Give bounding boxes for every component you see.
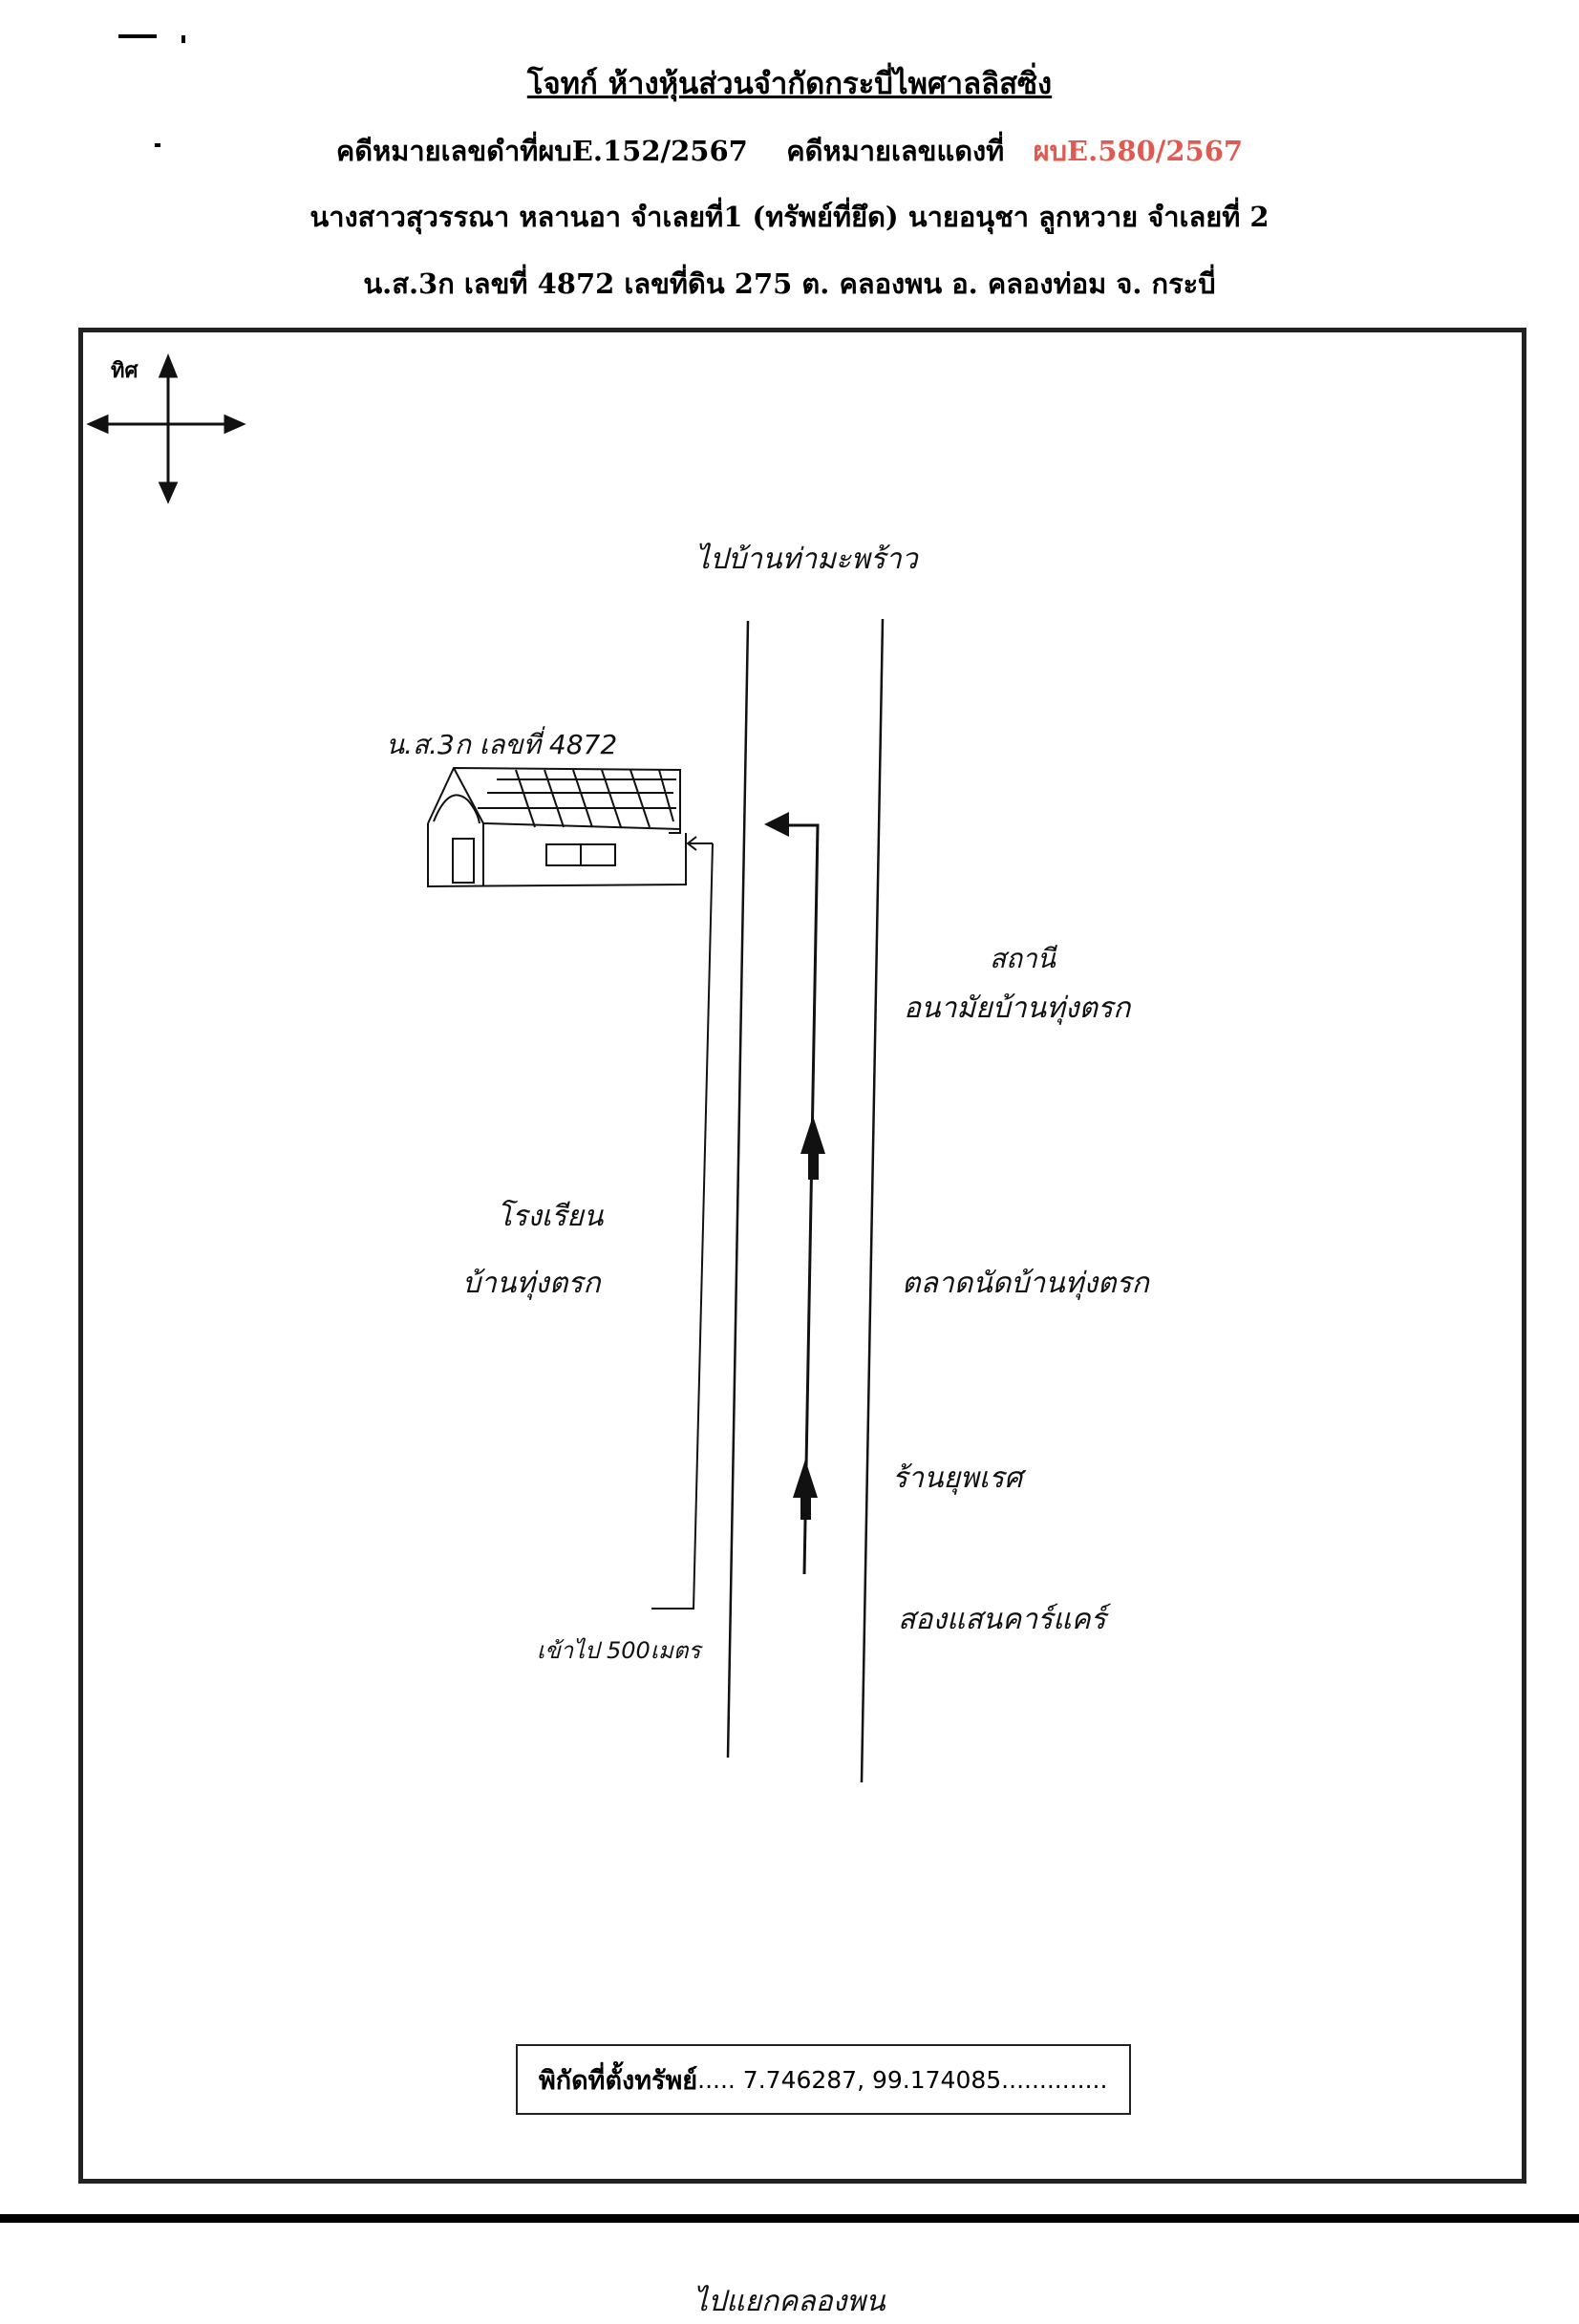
landmark-shop: ร้านยุพเรศ — [892, 1461, 1023, 1495]
property-label: น.ส.3ก เลขที่ 4872 — [386, 729, 618, 760]
land-title-line: น.ส.3ก เลขที่ 4872 เลขที่ดิน 275 ต. คลอง… — [363, 267, 1216, 300]
coordinates-label: พิกัดที่ตั้งทรัพย์ — [539, 2065, 698, 2096]
compass-icon — [86, 352, 246, 504]
compass-label: ทิศ — [111, 359, 139, 383]
route-arrow-up-icon — [800, 1116, 825, 1154]
defendants-line: นางสาวสุวรรณา หลานอา จำเลยที่1 (ทรัพย์ที… — [309, 201, 1270, 233]
route-arrow-end-icon — [764, 812, 789, 837]
road-south-label: ไปแยกคลองพน — [693, 2285, 886, 2318]
case-red-number: ผบE.580/2567 — [1033, 135, 1244, 167]
landmark-health-center: อนามัยบ้านทุ่งตรก — [904, 991, 1131, 1025]
landmark-school-village: บ้านทุ่งตรก — [462, 1267, 601, 1300]
landmark-school: โรงเรียน — [497, 1200, 604, 1233]
map-frame — [78, 328, 1526, 2184]
scan-mark — [155, 143, 160, 147]
case-numbers: คดีหมายเลขดำที่ผบE.152/2567 คดีหมายเลขแด… — [0, 129, 1579, 173]
route-line — [783, 823, 820, 1575]
house-icon — [427, 766, 687, 888]
scan-mark — [181, 35, 185, 43]
landmark-car-care: สองแสนคาร์แคร์ — [898, 1603, 1106, 1636]
map-drawing — [86, 352, 885, 1783]
case-black-label: คดีหมายเลขดำที่ผบE.152/2567 — [335, 135, 748, 167]
coordinates-value: ..... 7.746287, 99.174085.............. — [697, 2065, 1108, 2094]
access-lane — [651, 836, 714, 1610]
entry-distance-note: เข้าไป 500เมตร — [537, 1637, 701, 1664]
scan-mark — [118, 34, 157, 38]
case-red-label: คดีหมายเลขแดงที่ — [786, 135, 1005, 167]
road-north-label: ไปบ้านท่ามะพร้าว — [695, 543, 918, 576]
scan-mark — [0, 2214, 1579, 2223]
plaintiff-title: โจทก์ ห้างหุ้นส่วนจำกัดกระบี่ไพศาลลิสซิ่… — [526, 67, 1053, 101]
landmark-market: ตลาดนัดบ้านทุ่งตรก — [902, 1267, 1149, 1300]
route-arrow-up-icon — [793, 1460, 818, 1498]
coordinates-box: พิกัดที่ตั้งทรัพย์ ..... 7.746287, 99.17… — [516, 2044, 1131, 2115]
landmark-station: สถานี — [990, 943, 1056, 974]
main-road — [726, 618, 885, 1783]
